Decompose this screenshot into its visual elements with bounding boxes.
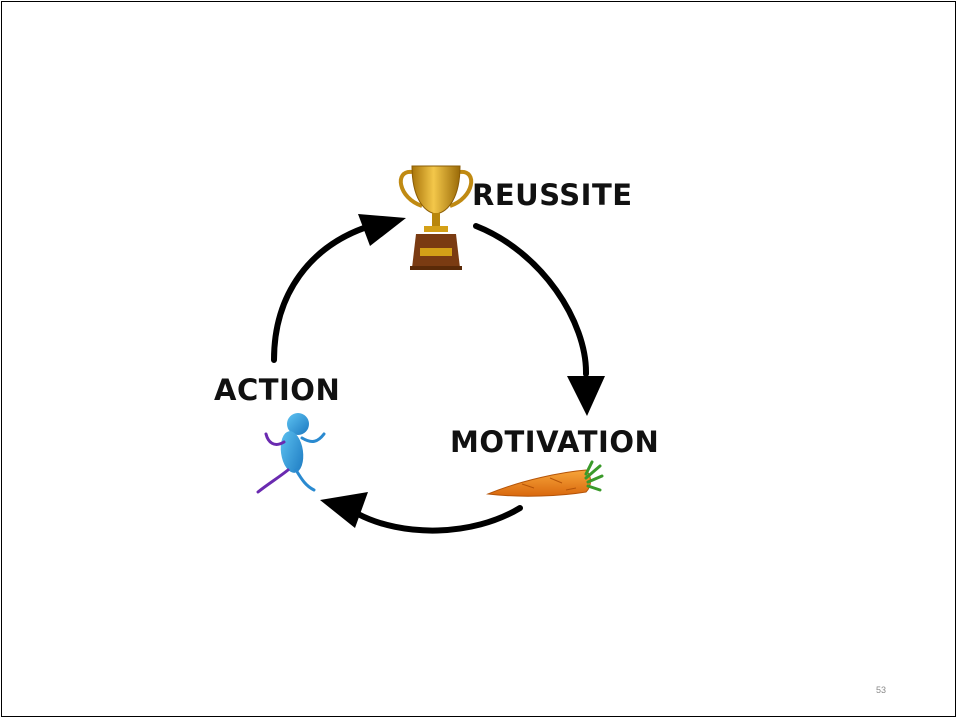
stage-label-reussite: REUSSITE: [472, 178, 633, 212]
stage-label-action: ACTION: [214, 373, 341, 407]
carrot-icon: [486, 460, 604, 497]
arrow-reussite-to-motivation: [473, 223, 605, 416]
arrow-motivation-to-action: [320, 492, 523, 534]
page-number: 53: [876, 685, 887, 695]
stage-label-motivation: MOTIVATION: [450, 425, 660, 459]
trophy-icon: [398, 165, 474, 270]
runner-icon: [256, 413, 326, 494]
arrow-action-to-reussite: [271, 214, 406, 363]
